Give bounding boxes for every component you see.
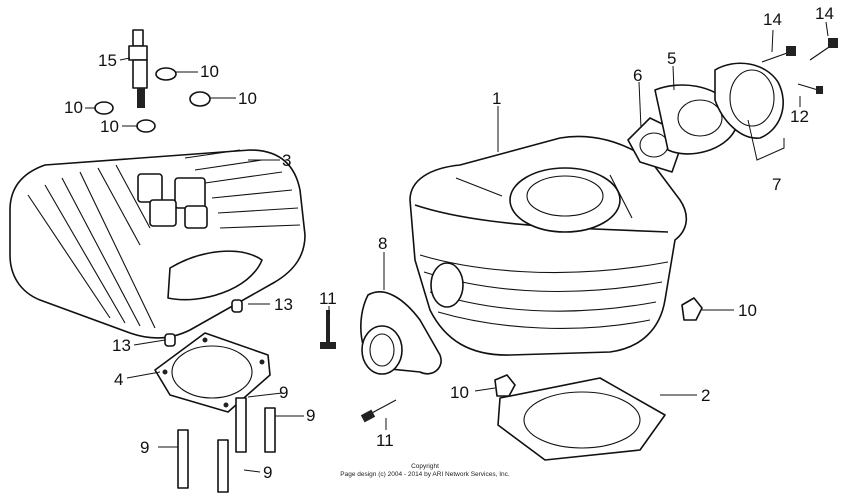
bolts-14	[761, 38, 838, 94]
copyright-notice: Page design (c) 2004 - 2014 by ARI Netwo…	[340, 471, 510, 478]
cylinder-nuts	[494, 297, 703, 397]
base-gasket	[497, 377, 666, 461]
callout-13b: 13	[112, 336, 131, 355]
callout-12: 12	[790, 107, 809, 126]
callout-5: 5	[667, 49, 676, 68]
callout-9d: 9	[306, 406, 315, 425]
head-gasket	[154, 332, 271, 413]
callout-10d: 10	[100, 117, 119, 136]
callout-10c: 10	[64, 98, 83, 117]
callout-8: 8	[378, 234, 387, 253]
bolts-11	[320, 310, 397, 423]
dowel-pins	[164, 299, 243, 347]
studs	[177, 397, 276, 493]
cylinder	[409, 135, 688, 356]
callout-11b: 11	[376, 431, 394, 450]
spark-plug	[128, 29, 148, 108]
callout-9a: 9	[140, 438, 149, 457]
callout-2: 2	[701, 386, 710, 405]
callout-4: 4	[114, 370, 123, 389]
callout-10a: 10	[200, 62, 219, 81]
callout-10e: 10	[738, 301, 757, 320]
callout-11a: 11	[319, 289, 337, 308]
callout-9b: 9	[263, 463, 272, 482]
callout-10f: 10	[450, 383, 469, 402]
callout-10b: 10	[238, 89, 257, 108]
callout-14a: 14	[763, 10, 782, 29]
callout-6: 6	[633, 66, 642, 85]
callouts: 1 2 3 4 5 6 7 8 9 9 9 9 10 10 10 10 10 1…	[64, 4, 834, 482]
callout-9c: 9	[279, 383, 288, 402]
callout-13a: 13	[274, 295, 293, 314]
cylinder-head	[9, 149, 306, 339]
callout-15: 15	[98, 51, 117, 70]
plug-washers	[94, 67, 211, 133]
callout-14b: 14	[815, 4, 834, 23]
callout-1: 1	[492, 89, 501, 108]
copyright-label: Copyright	[411, 463, 439, 470]
exhaust-assembly	[627, 62, 784, 173]
callout-3: 3	[282, 151, 291, 170]
callout-7: 7	[772, 175, 781, 194]
intake-manifold	[360, 291, 442, 375]
leader-lines	[85, 21, 829, 473]
